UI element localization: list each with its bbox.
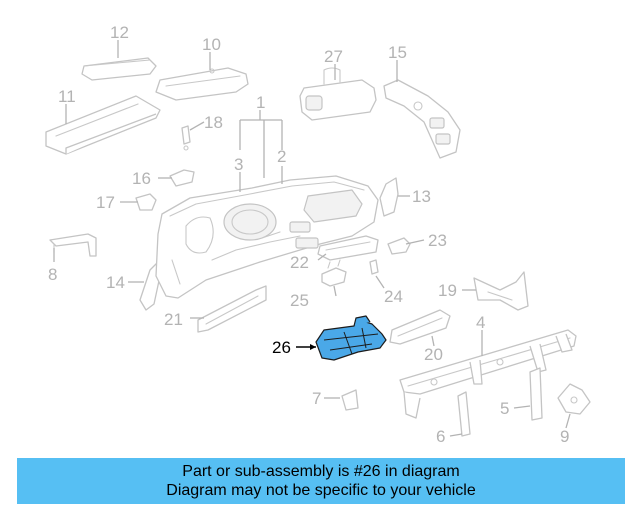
callout-9: 9	[560, 427, 569, 446]
callout-13: 13	[412, 187, 431, 206]
part-23-bracket	[387, 237, 411, 255]
part-13-end-cap	[379, 177, 399, 217]
callout-24: 24	[384, 287, 403, 306]
callout-14: 14	[106, 273, 125, 292]
part-20-lower-panel	[389, 309, 451, 345]
part-4-cross-car-beam	[399, 329, 577, 419]
part-12-lid	[81, 57, 157, 81]
callout-16: 16	[132, 169, 151, 188]
part-22-bezel	[317, 235, 379, 261]
callout-15: 15	[388, 43, 407, 62]
part-11-panel	[45, 95, 161, 155]
callout-21: 21	[164, 310, 183, 329]
part-15-center-bezel	[383, 79, 461, 159]
callout-7: 7	[312, 389, 321, 408]
part-24-clip	[369, 259, 379, 275]
callout-26[interactable]: 26	[272, 338, 291, 357]
part-10-upper-trim	[155, 67, 249, 101]
part-9-bracket	[557, 383, 591, 415]
callout-25: 25	[290, 291, 309, 310]
callout-20: 20	[424, 345, 443, 364]
callout-23: 23	[428, 231, 447, 250]
callout-labels: 12 10 27 15 11 1 18 3 2 16 13 17 23 8 22…	[48, 23, 569, 446]
callout-27: 27	[324, 47, 343, 66]
banner-line-2: Diagram may not be specific to your vehi…	[166, 482, 476, 499]
callout-8: 8	[48, 265, 57, 284]
callout-6: 6	[436, 427, 445, 446]
callout-17: 17	[96, 193, 115, 212]
callout-10: 10	[202, 35, 221, 54]
callout-18: 18	[204, 113, 223, 132]
part-6-brace	[457, 391, 471, 437]
parts-diagram: 12 10 27 15 11 1 18 3 2 16 13 17 23 8 22…	[45, 23, 591, 446]
banner-line-1: Part or sub-assembly is #26 in diagram	[182, 463, 460, 480]
callout-3: 3	[234, 155, 243, 174]
part-8-bracket	[49, 233, 97, 257]
part-5-support	[529, 367, 543, 421]
part-19-bracket	[473, 271, 529, 311]
callout-2: 2	[277, 147, 286, 166]
callout-5: 5	[500, 399, 509, 418]
callout-19: 19	[438, 281, 457, 300]
callout-22: 22	[290, 253, 309, 272]
callout-1: 1	[256, 93, 265, 112]
part-17-clip	[135, 193, 157, 211]
part-21-lower-trim	[197, 285, 267, 333]
part-26-highlighted[interactable]	[315, 315, 387, 361]
part-7-clip	[341, 389, 359, 411]
callout-4: 4	[476, 313, 485, 332]
part-1-instrument-panel	[155, 175, 379, 299]
part-27-vent	[299, 67, 377, 121]
callout-12: 12	[110, 23, 129, 42]
callout-11: 11	[58, 87, 76, 106]
part-25-clip	[321, 259, 347, 287]
part-18-clip	[181, 125, 191, 151]
part-16-bracket	[169, 169, 195, 187]
leader-lines	[53, 40, 571, 437]
info-banner: Part or sub-assembly is #26 in diagram D…	[17, 458, 625, 504]
